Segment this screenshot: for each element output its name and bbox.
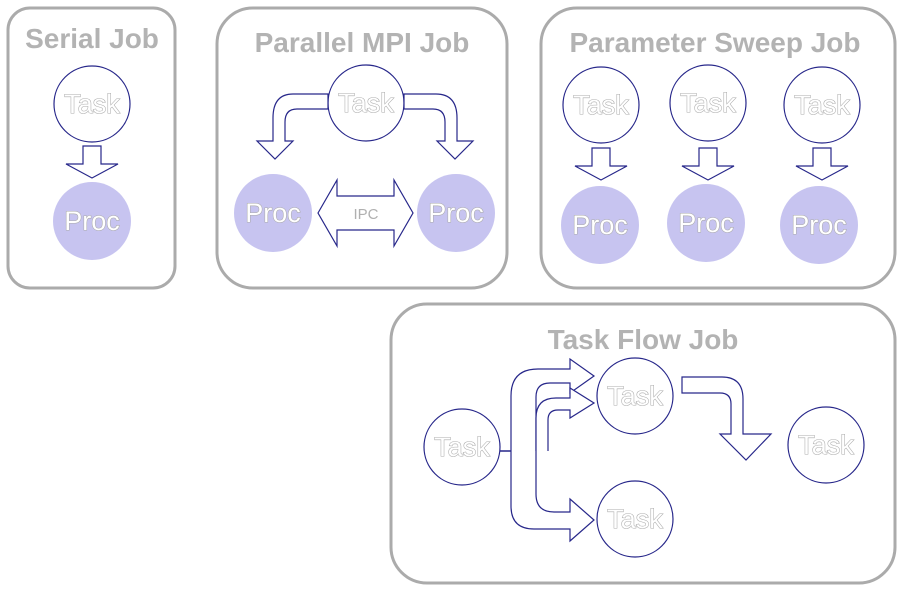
flow-final-task-node <box>787 406 865 484</box>
sweep-proc-node <box>561 186 639 264</box>
sweep-proc-node <box>780 186 858 264</box>
sweep-task-node <box>562 66 640 144</box>
flow-upper-task-node <box>596 357 674 435</box>
mpi-task-label: Task <box>338 88 394 118</box>
sweep-column-3: Task Proc <box>780 66 861 264</box>
flow-job-title: Task Flow Job <box>548 324 739 355</box>
sweep-job-title: Parameter Sweep Job <box>569 27 860 58</box>
sweep-proc-label: Proc <box>678 208 734 238</box>
mpi-proc-left-node <box>234 174 312 252</box>
mpi-left-curved-arrow <box>255 93 329 160</box>
sweep-task-label: Task <box>573 90 629 120</box>
flow-source-task-label: Task <box>434 432 490 462</box>
sweep-task-label: Task <box>794 90 850 120</box>
serial-task-label: Task <box>64 89 120 119</box>
serial-proc-label: Proc <box>64 206 120 236</box>
mpi-right-curved-arrow <box>403 93 475 160</box>
flow-lower-outer-arrow <box>510 451 595 543</box>
flow-upper-task-label: Task <box>607 381 663 411</box>
serial-down-arrow <box>65 145 119 179</box>
mpi-job-title: Parallel MPI Job <box>255 27 470 58</box>
sweep-down-arrow <box>681 147 735 181</box>
sweep-task-node <box>669 64 747 142</box>
flow-lower-task-label: Task <box>607 504 663 534</box>
serial-job-title: Serial Job <box>25 23 159 54</box>
flow-source-task-node <box>423 408 501 486</box>
sweep-proc-node <box>667 184 745 262</box>
mpi-proc-right-label: Proc <box>428 198 484 228</box>
sweep-task-node <box>783 66 861 144</box>
sweep-column-1: Task Proc <box>561 66 640 264</box>
serial-task-node <box>53 65 131 143</box>
sweep-task-label: Task <box>680 88 736 118</box>
mpi-proc-right-node <box>417 174 495 252</box>
sweep-down-arrow <box>795 147 849 181</box>
flow-final-task-label: Task <box>798 430 854 460</box>
flow-upper-outer-arrow <box>510 357 596 451</box>
serial-job-panel: Serial Job Task Proc <box>6 6 177 290</box>
parallel-mpi-job-panel: Parallel MPI Job Task Proc Proc IPC <box>215 6 509 290</box>
ipc-double-arrow <box>317 177 414 249</box>
mpi-proc-left-label: Proc <box>245 198 301 228</box>
flow-curved-arrow-to-final <box>681 376 773 461</box>
flow-lower-task-node <box>596 480 674 558</box>
ipc-label: IPC <box>353 206 378 223</box>
task-flow-job-panel: Task Flow Job Task Task Task Task <box>389 302 897 585</box>
flow-upper-inner-arrow <box>535 386 596 451</box>
sweep-down-arrow <box>574 147 628 181</box>
parameter-sweep-job-panel: Parameter Sweep Job Task Proc Task Proc … <box>539 6 897 290</box>
serial-proc-node <box>53 182 131 260</box>
sweep-column-2: Task Proc <box>667 64 747 262</box>
sweep-proc-label: Proc <box>572 210 628 240</box>
sweep-proc-label: Proc <box>791 210 847 240</box>
